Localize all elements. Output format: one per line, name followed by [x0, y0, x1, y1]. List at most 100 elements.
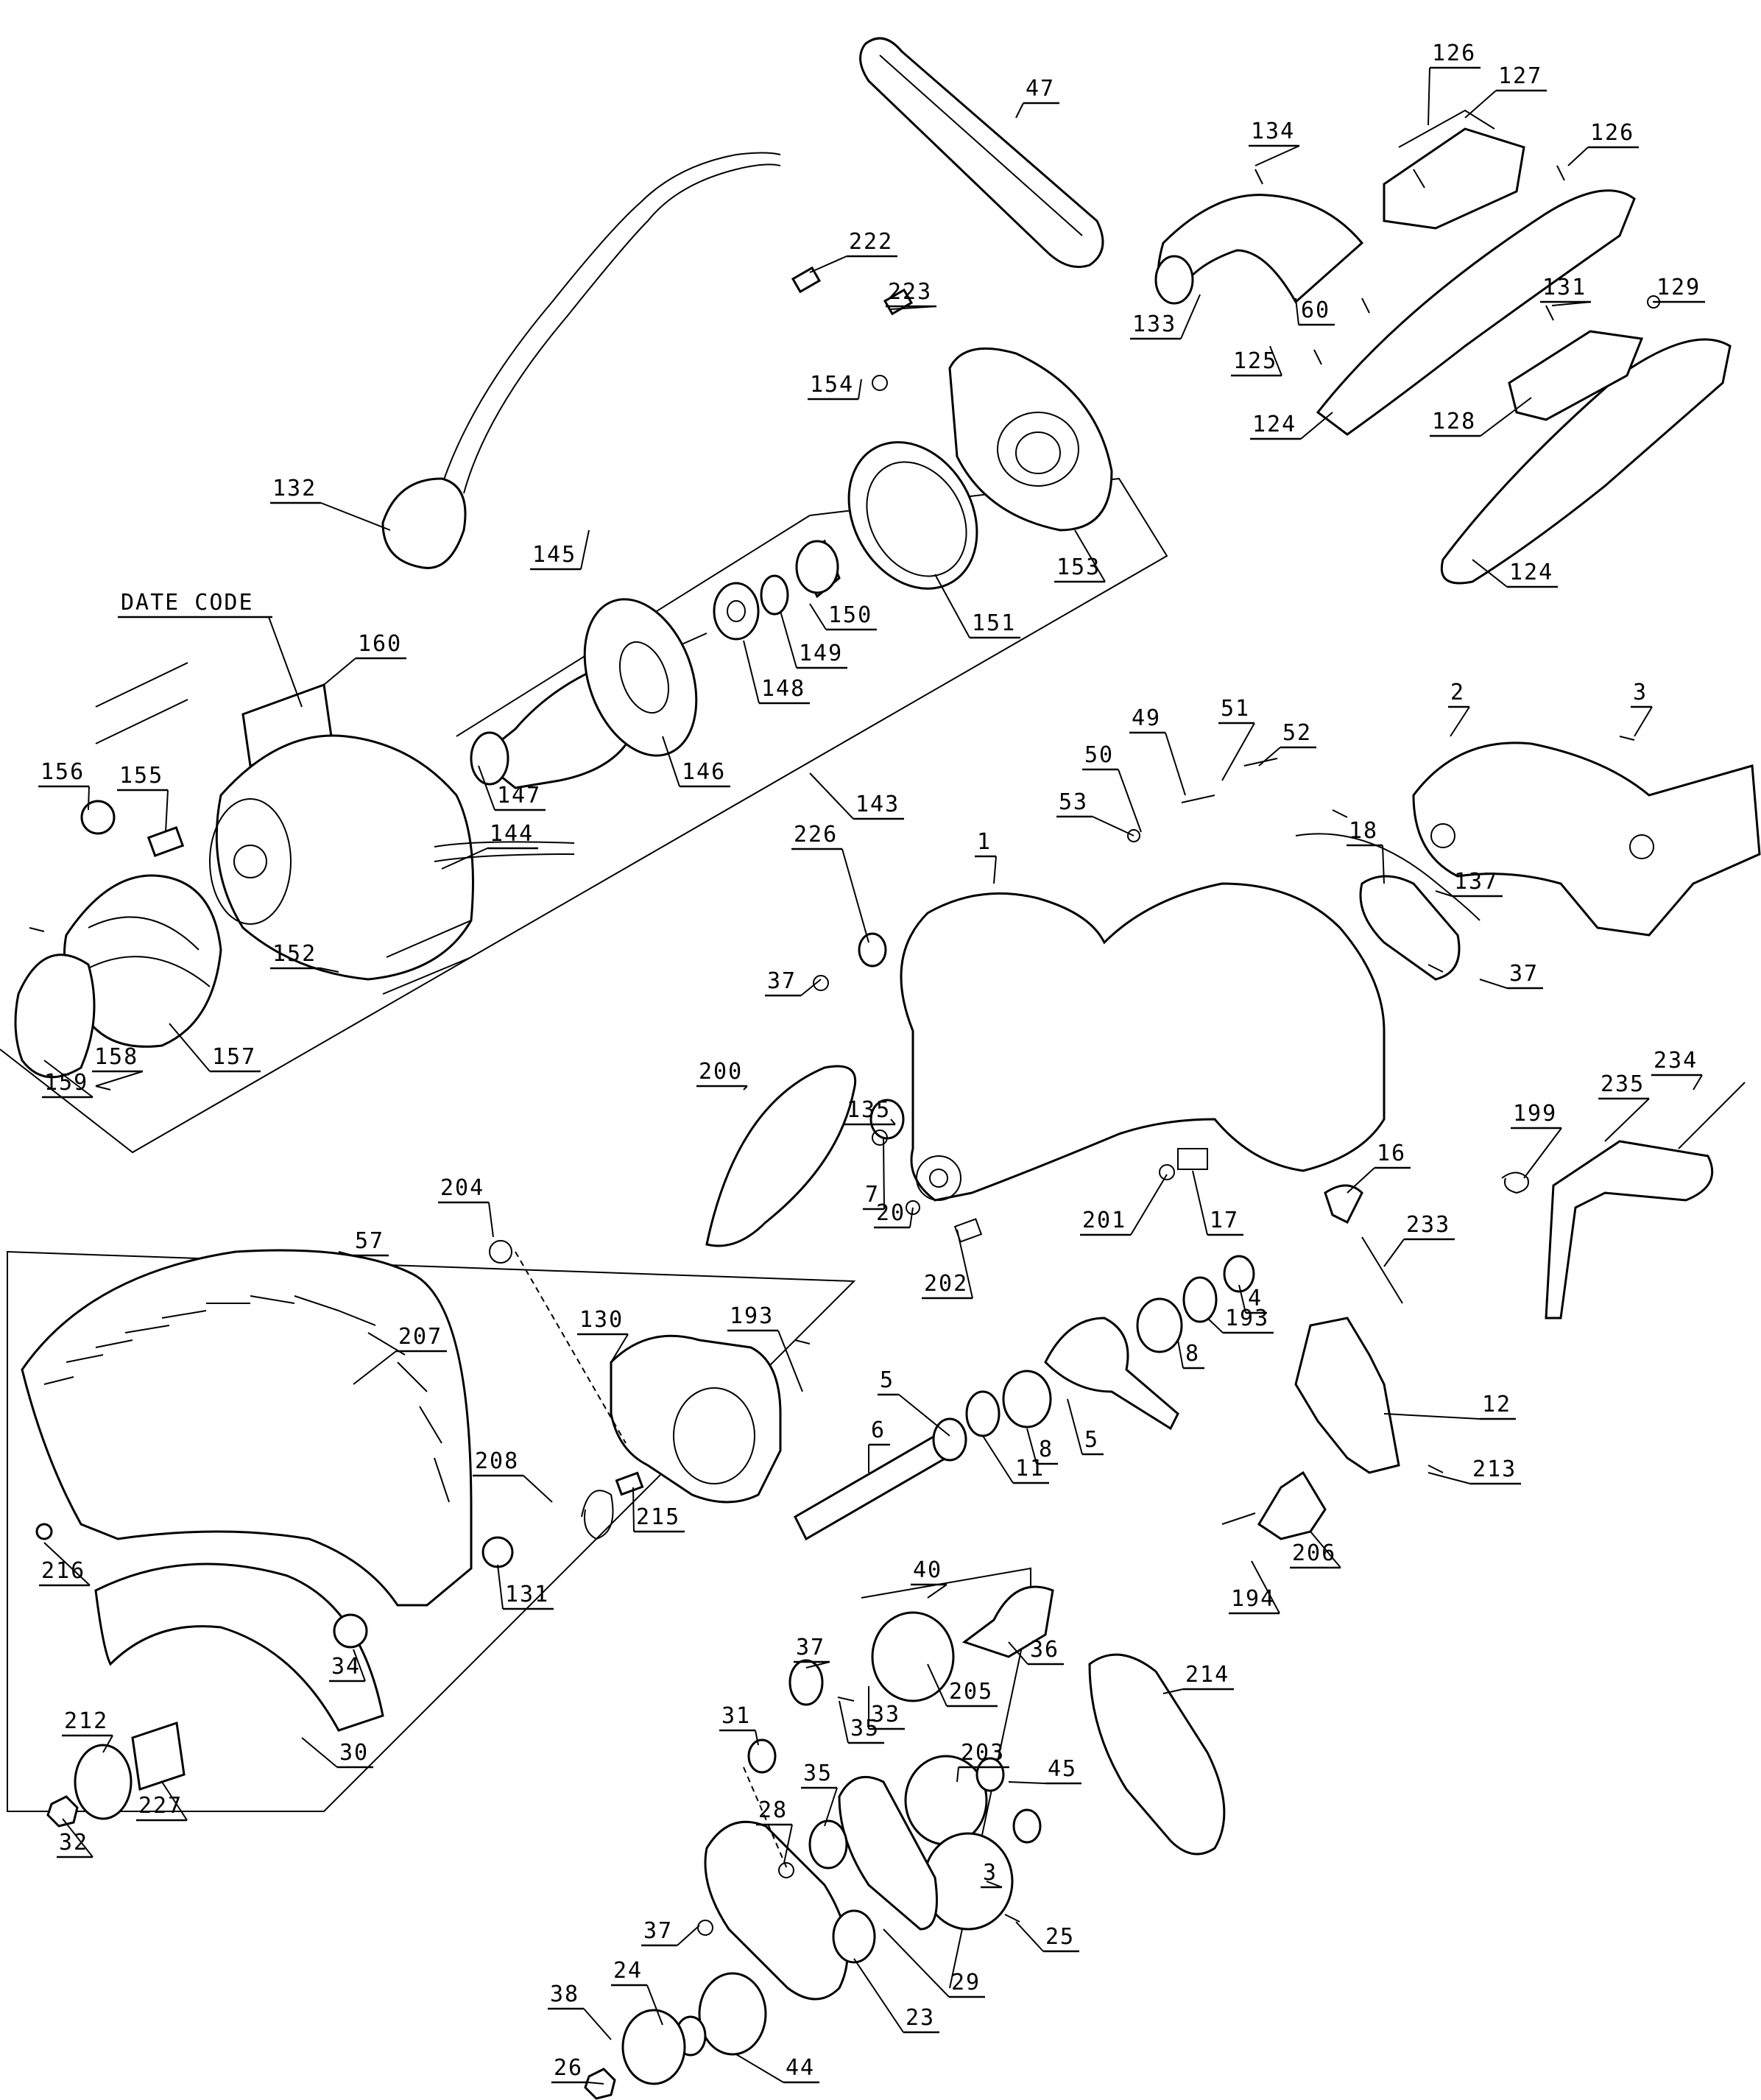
callout-label: 202 — [924, 1271, 968, 1297]
part-127-switch-top — [1398, 109, 1495, 148]
callout-leader — [1015, 102, 1024, 119]
callout-label: 158 — [94, 1044, 138, 1070]
part-205-lower-guard — [94, 1562, 384, 1732]
callout-leader — [1165, 732, 1186, 796]
callout-leader — [43, 1060, 93, 1098]
callout-leader — [1180, 294, 1201, 339]
callout-leader — [1347, 1167, 1375, 1194]
callout-label: 151 — [972, 610, 1016, 636]
callout-label: 146 — [682, 759, 726, 785]
callout-label: 204 — [440, 1175, 484, 1201]
part-132-cord — [463, 163, 781, 494]
part-206-screw — [35, 1523, 53, 1540]
part-5-bushing-b — [1136, 1297, 1183, 1353]
callout-leader — [777, 1330, 803, 1392]
callout-leader — [632, 1487, 635, 1532]
callout-label: 214 — [1185, 1662, 1229, 1688]
callout-label: 144 — [490, 821, 534, 847]
callout-leader — [890, 306, 937, 310]
part-147-commutator — [470, 731, 509, 786]
callout-label: 18 — [1349, 818, 1378, 844]
callout-leader — [301, 1737, 338, 1768]
callout-label: 208 — [475, 1448, 519, 1474]
callout-leader — [735, 2054, 784, 2083]
part-156-brush-cap — [80, 800, 116, 835]
callout-leader — [165, 789, 169, 833]
callout-label: 124 — [1252, 412, 1296, 437]
callout-leader — [1464, 90, 1497, 119]
part-2-upper-guard — [1412, 741, 1761, 937]
part-151-baffle-inner — [866, 461, 967, 577]
part-193-bushing — [932, 1417, 967, 1462]
callout-label: 35 — [803, 1761, 833, 1786]
callout-label: 206 — [1292, 1540, 1336, 1566]
callout-leader — [478, 765, 495, 811]
part-193-bushing-b — [1223, 1255, 1255, 1293]
callout-leader — [1295, 297, 1299, 325]
callout-label: 153 — [1056, 554, 1101, 580]
callout-label: 207 — [398, 1324, 442, 1350]
callout-leader — [839, 1700, 849, 1744]
part-24-flange — [621, 2009, 686, 2085]
callout-label: 193 — [1225, 1306, 1269, 1331]
part-148-bearing-bore — [727, 600, 746, 622]
callout-label: 129 — [1656, 275, 1701, 300]
callout-leader — [488, 1202, 494, 1238]
callout-label: 143 — [855, 792, 900, 817]
part-137-wire — [1295, 833, 1481, 921]
callout-leader — [858, 378, 862, 400]
callout-label: 1 — [977, 829, 992, 855]
callout-label: 53 — [1059, 789, 1088, 815]
callout-label: 50 — [1084, 742, 1114, 768]
centerline-57 — [515, 1251, 627, 1444]
part-32-bearing — [808, 1819, 848, 1870]
part-149-washer — [760, 574, 789, 616]
callout-leader — [1130, 1174, 1168, 1236]
part-153-bore-inner — [1015, 431, 1061, 474]
callout-label: 201 — [1082, 1208, 1126, 1233]
callout-leader — [824, 1787, 838, 1827]
callout-leader — [1192, 1170, 1208, 1236]
part-44-gear-plate — [704, 1820, 849, 2001]
callout-label: 199 — [1513, 1101, 1557, 1127]
callout-leader — [841, 848, 869, 943]
callout-leader — [323, 658, 356, 686]
callout-leader — [1472, 559, 1508, 588]
callout-label: 130 — [579, 1307, 624, 1333]
callout-label: 216 — [41, 1558, 85, 1584]
part-8-washer-b — [1182, 1276, 1218, 1323]
part-152-screw-b — [382, 956, 472, 995]
callout-leader — [883, 1137, 885, 1210]
callout-leader — [993, 856, 997, 884]
callout-label: 57 — [355, 1228, 384, 1254]
callout-leader — [800, 979, 822, 996]
part-146-fan-hub — [619, 641, 669, 714]
callout-leader — [1427, 67, 1430, 126]
callout-leader — [1162, 1688, 1184, 1694]
callout-label: 132 — [272, 476, 317, 501]
callout-label: 16 — [1377, 1141, 1406, 1166]
callout-leader — [1382, 845, 1385, 884]
callout-label: 60 — [1301, 297, 1330, 323]
callout-leader — [986, 1881, 1003, 1888]
callout-label: 223 — [888, 279, 932, 305]
callout-leader — [1479, 979, 1508, 989]
callout-label: 28 — [758, 1797, 788, 1823]
callout-leader — [1567, 147, 1589, 166]
callout-leader — [1177, 1339, 1184, 1369]
part-2-hole-b — [1629, 834, 1654, 859]
callout-label: 49 — [1132, 705, 1161, 731]
part-124-handle-left — [1316, 189, 1636, 436]
part-152-screw-a — [386, 920, 472, 958]
callout-label: 154 — [810, 372, 854, 398]
part-144-leads-b — [434, 853, 575, 862]
callout-leader — [169, 1023, 211, 1072]
part-5-bushing — [1002, 1370, 1052, 1428]
callout-leader — [1435, 890, 1453, 897]
callout-label: 124 — [1509, 560, 1553, 585]
callout-leader — [1238, 1284, 1246, 1314]
callout-leader — [1450, 706, 1470, 737]
part-36-plate — [788, 1659, 824, 1706]
part-33-gear — [871, 1611, 955, 1702]
callout-label: 128 — [1432, 409, 1476, 434]
